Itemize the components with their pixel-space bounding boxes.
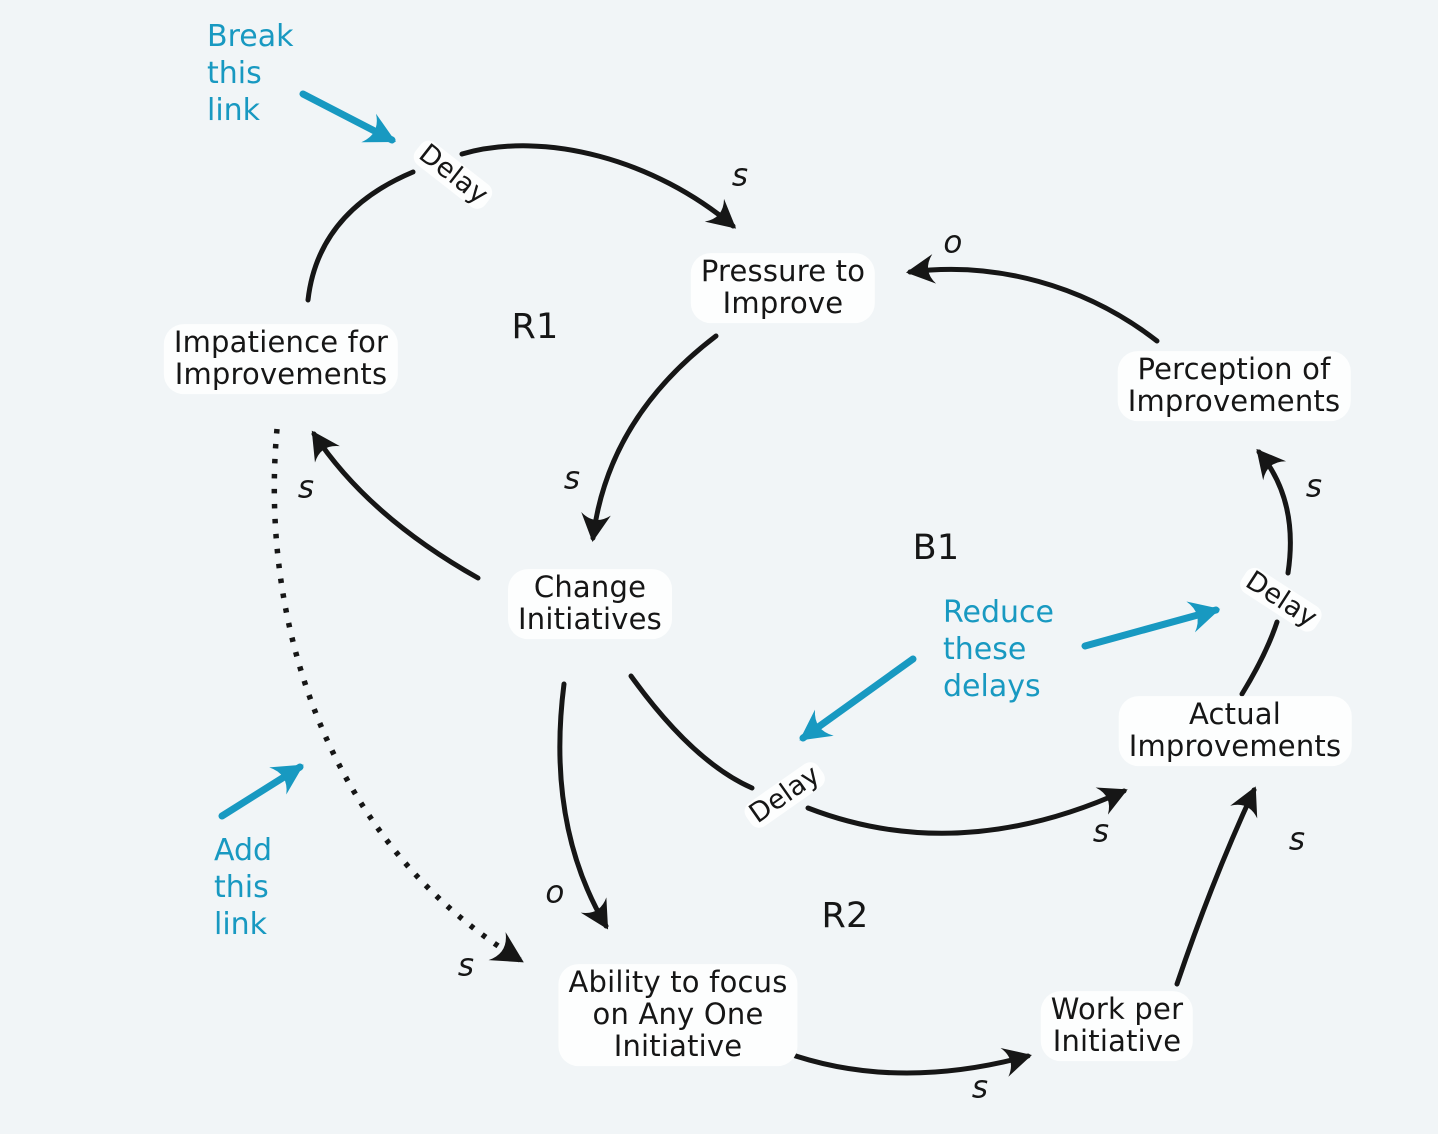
node-perception-of-improvements: Perception of Improvements xyxy=(1117,351,1351,421)
add-link-pointer-arrow xyxy=(218,763,304,820)
polarity-s-delay-actual: s xyxy=(1092,813,1110,850)
annotation-reduce-these-delays: Reduce these delays xyxy=(943,595,1054,705)
polarity-s-change-impatience: s xyxy=(297,469,315,506)
link-change-to-ability-arrow xyxy=(557,681,609,930)
polarity-s-dashed-link: s xyxy=(457,947,475,984)
link-change-to-delay-segment xyxy=(628,673,755,791)
polarity-s-impatience-pressure: s xyxy=(731,157,749,194)
annotation-break-this-link: Break this link xyxy=(207,19,294,129)
link-delay-to-perception-arrow xyxy=(1256,448,1293,576)
polarity-s-work-actual: s xyxy=(1288,821,1306,858)
link-pressure-to-change-arrow xyxy=(581,333,719,543)
annotation-add-this-link: Add this link xyxy=(214,833,273,943)
link-impatience-to-ability-dashed-arrow xyxy=(271,428,524,963)
link-work-to-actual-arrow xyxy=(1174,786,1258,987)
loop-label-r2: R2 xyxy=(821,895,869,936)
node-pressure-to-improve: Pressure to Improve xyxy=(690,253,876,323)
break-link-pointer-arrow xyxy=(299,90,396,144)
link-change-to-impatience-arrow xyxy=(311,430,481,581)
link-perception-to-pressure-arrow xyxy=(905,254,1160,344)
link-delay-to-actual-arrow xyxy=(805,787,1128,836)
link-ability-to-work-arrow xyxy=(781,1047,1032,1077)
loop-label-r1: R1 xyxy=(511,306,559,347)
link-delay-to-pressure-arrow xyxy=(459,143,737,229)
node-actual-improvements: Actual Improvements xyxy=(1118,696,1352,766)
reduce-delays-pointer-arrow-right xyxy=(1081,601,1221,650)
link-actual-to-delay-segment xyxy=(1239,619,1280,697)
node-change-initiatives: Change Initiatives xyxy=(508,569,672,639)
polarity-o-change-ability: o xyxy=(545,874,565,911)
link-impatience-to-delay-segment xyxy=(305,169,416,303)
loop-label-b1: B1 xyxy=(912,527,960,568)
node-impatience-for-improvements: Impatience for Improvements xyxy=(163,324,399,394)
polarity-o-perception-pressure: o xyxy=(943,224,963,261)
node-ability-to-focus: Ability to focus on Any One Initiative xyxy=(558,964,798,1066)
polarity-s-pressure-change: s xyxy=(563,460,581,497)
polarity-s-ability-work: s xyxy=(971,1069,989,1106)
polarity-s-delay-perception: s xyxy=(1305,468,1323,505)
node-work-per-initiative: Work per Initiative xyxy=(1040,991,1194,1061)
reduce-delays-pointer-arrow-left xyxy=(799,655,917,742)
